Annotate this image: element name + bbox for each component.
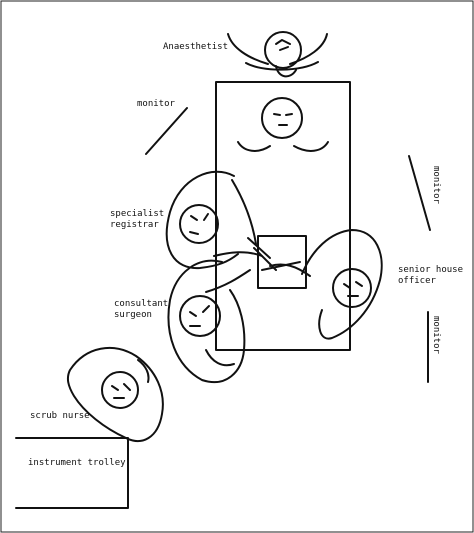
specialist-registrar-figure: [165, 170, 277, 271]
instrument-trolley: [15, 437, 129, 509]
label-consultant-line2: surgeon: [114, 310, 152, 320]
label-senior-line2: officer: [398, 276, 437, 286]
label-instrument-trolley: instrument trolley: [28, 458, 126, 468]
label-anaesthetist: Anaesthetist: [163, 42, 228, 52]
label-monitor-right-top: monitor: [431, 166, 441, 205]
label-specialist-line1: specialist: [110, 209, 164, 219]
scrub-nurse-figure: [66, 346, 164, 442]
patient-figure: [237, 97, 329, 152]
surgical-drape: [257, 235, 307, 289]
label-monitor-right-bottom: monitor: [431, 316, 441, 355]
label-consultant-line1: consultant: [114, 299, 168, 309]
consultant-surgeon-figure: [167, 259, 251, 383]
anaesthetist-figure: [227, 31, 328, 78]
label-specialist-line2: registrar: [110, 220, 159, 230]
monitor-right-top: [408, 155, 431, 231]
label-senior-line1: senior house: [398, 265, 463, 275]
operating-table: [215, 81, 351, 351]
label-scrub-nurse: scrub nurse: [30, 411, 90, 421]
senior-house-officer-figure: [261, 229, 383, 340]
label-monitor-left: monitor: [137, 99, 176, 109]
monitor-left: [145, 107, 188, 155]
